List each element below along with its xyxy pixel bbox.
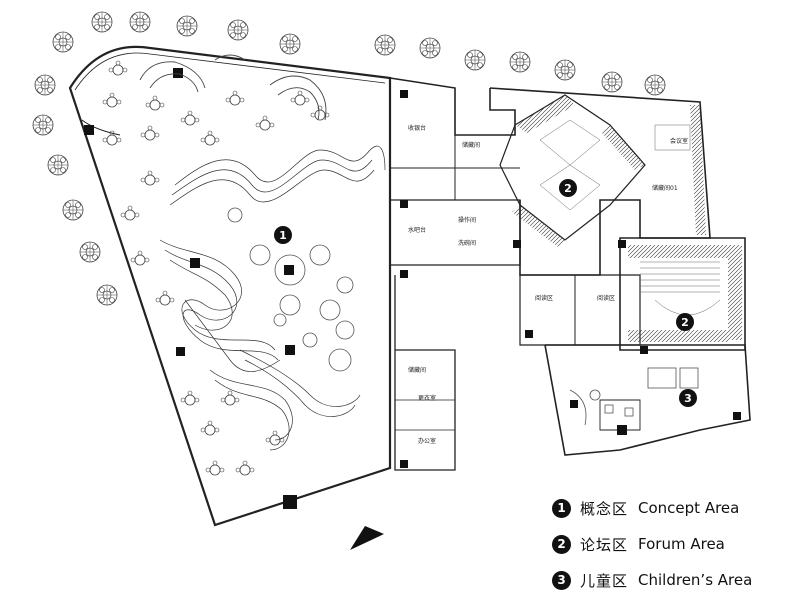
legend-chinese-1: 概念区	[580, 499, 629, 518]
concept-circles	[227, 207, 355, 372]
building-walls	[68, 45, 751, 527]
room-label-meeting: 会议室	[670, 137, 688, 145]
curved-tables	[139, 54, 327, 121]
legend-badge-1: 1	[552, 498, 571, 518]
room-labels: 收银台 储藏间 操作间 水吧台 洗碗间 储藏间 更衣室 办公室 阅读区 阅读区 …	[408, 124, 688, 445]
legend-badge-2: 2	[552, 534, 571, 554]
seating-clusters	[102, 60, 330, 476]
legend-english-1: Concept Area	[638, 499, 740, 517]
legend-badge-3: 3	[552, 570, 571, 590]
ribbon-structure	[159, 145, 386, 451]
structural-columns	[84, 68, 741, 509]
legend-item-children: 3 儿童区 Children’s Area	[552, 562, 788, 598]
room-label-storage-mid: 储藏间	[408, 366, 426, 374]
legend-chinese-2: 论坛区	[580, 535, 629, 554]
legend-item-concept: 1 概念区 Concept Area	[552, 490, 788, 526]
children-furniture	[569, 367, 699, 426]
room-label-office: 办公室	[418, 437, 436, 445]
zone-marker-2-top: 2	[559, 179, 577, 197]
room-label-storage-right: 储藏间01	[652, 184, 678, 192]
hatched-zones	[512, 95, 742, 342]
room-label-cashier: 收银台	[408, 124, 426, 132]
zone-marker-1: 1	[274, 226, 292, 244]
legend-english-2: Forum Area	[638, 535, 725, 553]
room-label-water-bar: 水吧台	[408, 226, 426, 234]
forum-seating	[539, 119, 721, 316]
zone-marker-2-bottom: 2	[676, 313, 694, 331]
legend-chinese-3: 儿童区	[580, 571, 629, 590]
room-label-changing: 更衣室	[418, 394, 436, 402]
legend-item-forum: 2 论坛区 Forum Area	[552, 526, 788, 562]
room-label-dish-wash: 洗碗间	[458, 239, 476, 247]
zone-marker-3: 3	[679, 389, 697, 407]
legend: 1 概念区 Concept Area 2 论坛区 Forum Area 3 儿童…	[552, 490, 788, 598]
room-label-storage-top: 储藏间	[462, 141, 480, 149]
room-label-reading-a: 阅读区	[535, 294, 553, 302]
entrance-arrow	[350, 526, 384, 550]
room-label-operation: 操作间	[458, 216, 476, 224]
legend-english-3: Children’s Area	[638, 571, 753, 589]
room-label-reading-b: 阅读区	[597, 294, 615, 302]
